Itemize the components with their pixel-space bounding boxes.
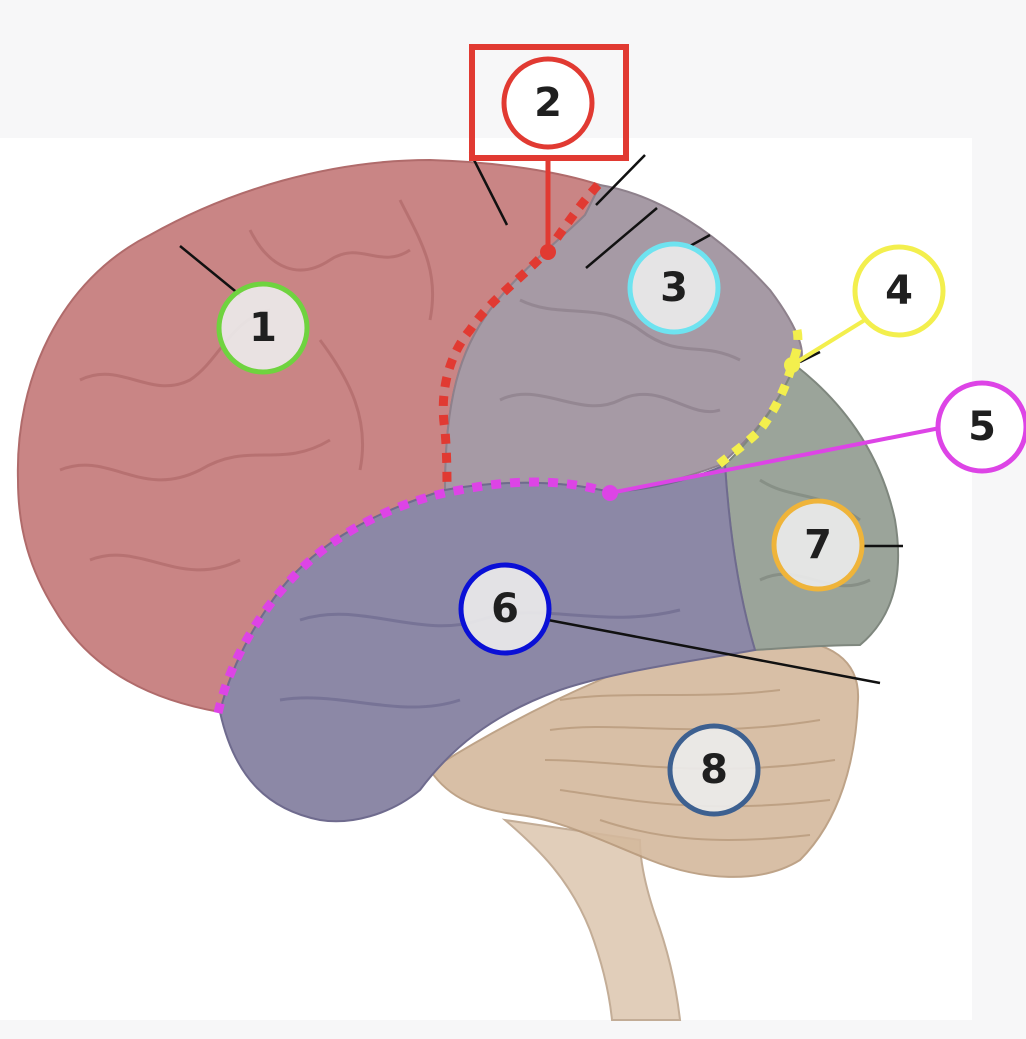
marker-8-label: 8 bbox=[700, 747, 728, 793]
leader-line-3 bbox=[689, 233, 711, 248]
marker-7-label: 7 bbox=[804, 522, 832, 568]
marker-1-label: 1 bbox=[249, 305, 277, 351]
marker-6: 6 bbox=[458, 562, 552, 656]
connector-5 bbox=[609, 426, 941, 495]
marker-4-label: 4 bbox=[885, 268, 913, 314]
marker-3: 3 bbox=[627, 241, 721, 335]
cerebellum-folds bbox=[544, 689, 836, 841]
parieto-occipital-boundary bbox=[715, 329, 803, 469]
marker-2: 2 bbox=[501, 56, 595, 150]
marker-5-label: 5 bbox=[968, 404, 996, 450]
marker-6-label: 6 bbox=[491, 586, 519, 632]
connector-4-dot bbox=[784, 357, 800, 373]
marker-1: 1 bbox=[216, 281, 310, 375]
marker-3-label: 3 bbox=[660, 265, 688, 311]
leader-line-frontal-top bbox=[468, 151, 509, 226]
marker-2-label: 2 bbox=[534, 80, 562, 126]
central-sulcus-boundary bbox=[438, 181, 602, 491]
leader-line-6 bbox=[547, 618, 881, 685]
marker-2-highlight-box bbox=[469, 44, 629, 161]
leader-line-central bbox=[595, 154, 646, 206]
lateral-sulcus-boundary bbox=[213, 477, 612, 714]
leader-line-1 bbox=[179, 245, 241, 296]
marker-8: 8 bbox=[667, 723, 761, 817]
leader-lines bbox=[179, 151, 903, 685]
connector-4 bbox=[790, 316, 870, 367]
marker-5: 5 bbox=[935, 380, 1026, 474]
connector-2-dot bbox=[540, 244, 556, 260]
marker-7: 7 bbox=[771, 498, 865, 592]
marker-4: 4 bbox=[852, 244, 946, 338]
connector-5-dot bbox=[602, 485, 618, 501]
brainstem-region bbox=[501, 818, 682, 1021]
leader-line-postcentral bbox=[585, 207, 658, 269]
